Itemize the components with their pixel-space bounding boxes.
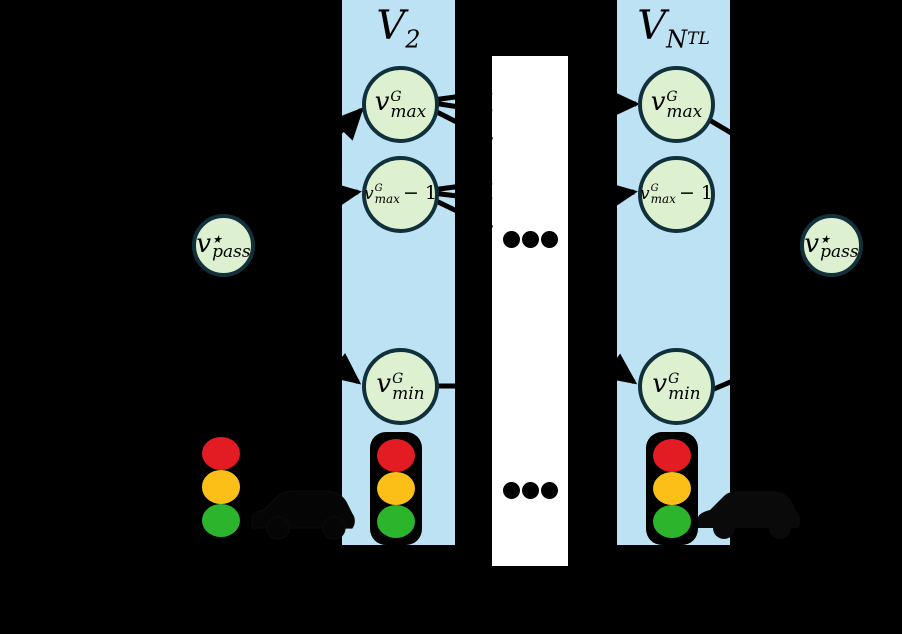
ellipsis-dot [541,231,558,248]
traffic-light-v2-green-bulb [377,505,415,538]
column-title-v2-subscript: 2 [405,25,421,54]
node-v2-vmax-minus-1-subscript: max [374,191,400,206]
node-vntl-vmax-minus-1-tail: − 1 [678,182,713,205]
node-vntl-vmax-minus-1-superscript: G [650,183,659,195]
car-icon-left [251,490,355,540]
column-gap-panel [492,56,568,566]
column-title-vntl-symbol: V [637,3,667,49]
ellipsis-lights [503,482,558,499]
node-vntl-vmax-subscript: max [666,101,703,122]
traffic-light-vntl [646,432,698,545]
ellipsis-dot [503,231,520,248]
node-v2-vmin-base: v [376,368,392,399]
node-pass-left-superscript: ★ [212,232,222,246]
car-icon-right [698,491,801,539]
node-vntl-vmin-subscript: min [668,383,701,404]
traffic-light-v2-red-bulb [377,439,415,472]
node-v2-vmax-subscript: max [390,101,427,122]
traffic-light-left-green-bulb [202,503,240,537]
ellipsis-nodes [503,231,558,248]
node-vntl-vmax-superscript: G [666,88,678,105]
node-v2-vmax-minus-1-base: v [364,184,374,205]
ellipsis-dot [522,231,539,248]
ellipsis-dot [522,482,539,499]
node-v2-vmax-minus-1-tail: − 1 [402,182,437,205]
traffic-light-vntl-red-bulb [653,439,691,472]
node-vntl-vmax-minus-1-subscript: max [650,191,676,206]
node-pass-left-subscript: pass [212,241,251,262]
node-pass-right-base: v [804,228,820,259]
node-v2-vmax-base: v [374,86,390,117]
node-vntl-vmax-minus-1-base: v [640,184,650,205]
traffic-light-v2-yellow-bulb [377,472,415,505]
node-vntl-vmin-superscript: G [668,370,680,387]
node-v2-vmax-minus-1-superscript: G [374,183,383,195]
traffic-light-vntl-yellow-bulb [653,472,691,505]
node-pass-right[interactable]: v★pass [800,214,863,277]
column-title-vntl-subsubscript: TL [687,29,710,50]
node-pass-left-base: v [196,228,212,259]
ellipsis-dot [503,482,520,499]
traffic-light-v2 [370,432,422,545]
node-pass-right-superscript: ★ [820,232,830,246]
traffic-light-left [202,437,240,537]
ellipsis-dot [541,482,558,499]
traffic-light-left-yellow-bulb [202,470,240,504]
node-pass-left[interactable]: v★pass [192,214,255,277]
column-title-vntl-subscript: N [666,25,688,54]
node-v2-vmin-subscript: min [392,383,425,404]
column-title-vntl: VNTL [610,6,737,51]
node-v2-vmin-superscript: G [392,370,404,387]
traffic-light-vntl-green-bulb [653,505,691,538]
column-title-v2-symbol: V [376,3,406,49]
node-vntl-vmax-base: v [650,86,666,117]
node-vntl-vmin-base: v [652,368,668,399]
node-pass-right-subscript: pass [820,241,859,262]
traffic-light-left-red-bulb [202,437,240,471]
node-v2-vmax-superscript: G [390,88,402,105]
column-title-v2: V2 [342,6,455,51]
